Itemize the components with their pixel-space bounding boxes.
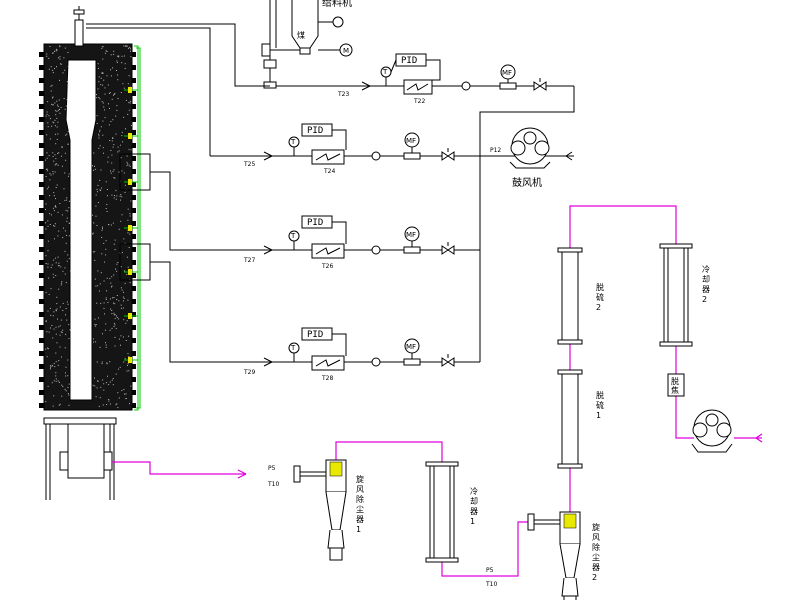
svg-text:冷: 冷 <box>470 486 478 496</box>
svg-text:脱: 脱 <box>596 390 604 400</box>
svg-text:P5: P5 <box>486 567 494 574</box>
svg-text:T23: T23 <box>337 91 349 98</box>
svg-text:T28: T28 <box>321 375 333 382</box>
svg-text:T: T <box>382 68 388 76</box>
desulfurizer-2: 脱硫2 <box>557 247 604 345</box>
svg-text:T: T <box>290 344 296 352</box>
gas-line-top <box>569 205 677 246</box>
svg-text:器: 器 <box>702 285 710 294</box>
svg-text:T: T <box>290 232 296 240</box>
air-row-t22: T23 T22 PID T MF <box>337 53 547 105</box>
svg-text:旋: 旋 <box>356 474 364 484</box>
svg-text:T26: T26 <box>321 263 333 270</box>
air-blower: 鼓风机 <box>509 127 574 189</box>
svg-text:脱: 脱 <box>671 376 679 386</box>
temperature-probes <box>124 87 138 363</box>
svg-text:尘: 尘 <box>356 504 364 514</box>
column-flanges <box>39 52 136 408</box>
air-row-t24: T25 T24 PID T MF P12 <box>210 123 570 175</box>
svg-text:PID: PID <box>307 218 323 228</box>
gas-line-cooler1 <box>335 441 443 462</box>
air-header <box>479 86 575 362</box>
ash-box <box>67 423 105 479</box>
svg-text:1: 1 <box>470 517 475 526</box>
valve-t22 <box>533 81 547 91</box>
gasifier-top-pipe <box>74 19 84 47</box>
top-pipe <box>86 27 211 156</box>
svg-text:硫: 硫 <box>596 400 604 410</box>
svg-text:T10: T10 <box>267 481 279 488</box>
svg-text:1: 1 <box>356 525 361 534</box>
svg-text:脱: 脱 <box>596 282 604 292</box>
gas-line-cooler1-out <box>441 521 534 577</box>
svg-text:P12: P12 <box>490 147 501 154</box>
svg-text:T10: T10 <box>485 581 497 588</box>
svg-text:2: 2 <box>592 573 597 582</box>
svg-text:M: M <box>343 47 349 55</box>
bed-texture <box>45 45 132 409</box>
svg-text:MF: MF <box>502 69 512 77</box>
svg-text:MF: MF <box>406 137 416 145</box>
svg-text:鼓风机: 鼓风机 <box>512 176 542 189</box>
coal-label: 煤 <box>297 30 305 40</box>
heater-t22 <box>403 79 433 95</box>
svg-text:2: 2 <box>596 303 601 312</box>
svg-text:P5: P5 <box>268 465 276 472</box>
feeder-label: 给料机 <box>322 0 352 9</box>
svg-text:却: 却 <box>470 496 478 506</box>
svg-text:器: 器 <box>356 515 364 524</box>
induced-draft-fan <box>691 409 763 453</box>
svg-text:却: 却 <box>702 274 710 284</box>
svg-text:1: 1 <box>596 411 601 420</box>
svg-text:旋: 旋 <box>592 522 600 532</box>
gasifier-base <box>43 417 117 425</box>
feeder-motor-small <box>332 16 344 28</box>
svg-text:器: 器 <box>470 507 478 516</box>
svg-text:T25: T25 <box>243 161 255 168</box>
svg-text:尘: 尘 <box>592 552 600 562</box>
coal-feeder: 煤 给料机 M <box>261 0 353 89</box>
dehydrator: 脱 焦 <box>667 373 685 397</box>
gas-line-out <box>112 461 246 475</box>
svg-text:MF: MF <box>406 231 416 239</box>
svg-text:T24: T24 <box>323 168 335 175</box>
desulfurizer-1: 脱硫1 <box>557 369 604 469</box>
svg-text:PID: PID <box>307 330 323 340</box>
svg-text:焦: 焦 <box>671 385 679 395</box>
svg-text:T27: T27 <box>243 257 255 264</box>
check-valve-t22 <box>461 81 471 91</box>
svg-text:PID: PID <box>307 126 323 136</box>
svg-text:冷: 冷 <box>702 264 710 274</box>
feeder-valve <box>261 43 271 57</box>
gasifier-column <box>39 6 141 500</box>
svg-text:2: 2 <box>702 295 707 304</box>
svg-text:T22: T22 <box>413 98 425 105</box>
svg-text:T29: T29 <box>243 369 255 376</box>
svg-text:PID: PID <box>401 56 417 66</box>
svg-text:硫: 硫 <box>596 292 604 302</box>
svg-text:T: T <box>290 138 296 146</box>
svg-text:风: 风 <box>592 533 600 542</box>
svg-text:风: 风 <box>356 485 364 494</box>
svg-text:器: 器 <box>592 563 600 572</box>
svg-text:MF: MF <box>406 343 416 351</box>
svg-text:除: 除 <box>592 542 600 552</box>
gasifier-core <box>65 59 97 401</box>
air-row-t28: T29 T28 PID T MF <box>150 261 480 382</box>
air-row-t26: T27 T26 PID T MF <box>150 171 480 270</box>
svg-text:除: 除 <box>356 494 364 504</box>
